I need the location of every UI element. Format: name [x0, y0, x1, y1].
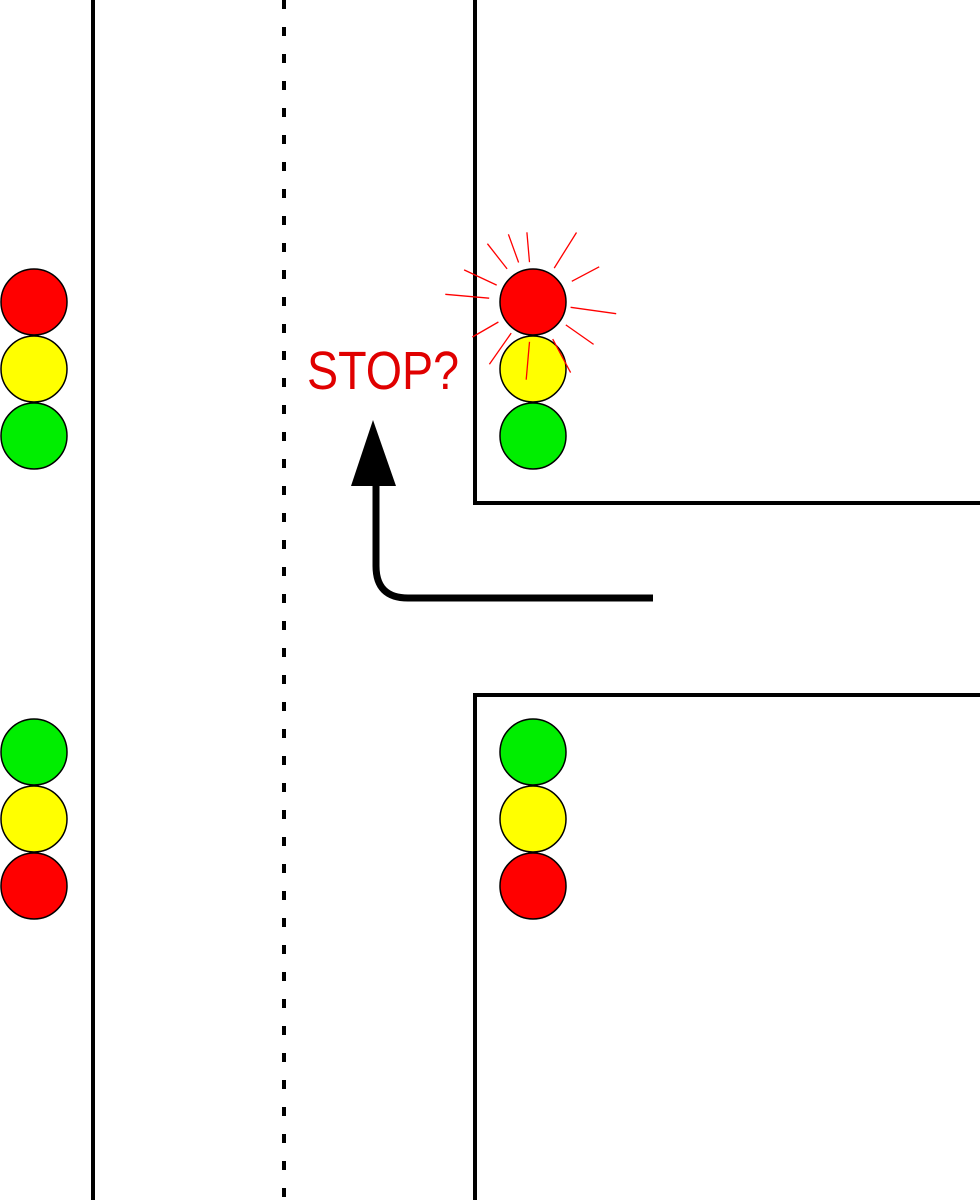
flash-ray	[525, 341, 531, 380]
green-lamp	[499, 718, 567, 786]
green-lamp	[499, 402, 567, 470]
flash-ray	[565, 324, 594, 345]
yellow-lamp	[499, 785, 567, 853]
side-road-upper-edge	[473, 0, 980, 505]
yellow-lamp	[0, 335, 68, 403]
flash-ray	[472, 321, 499, 338]
traffic-light-left-lower	[0, 718, 68, 920]
traffic-light-right-lower	[499, 718, 567, 920]
turn-arrow-icon	[351, 420, 653, 602]
flashing-light-icon	[445, 232, 617, 380]
flash-ray	[570, 306, 617, 315]
flash-ray	[463, 269, 497, 286]
green-lamp	[0, 402, 68, 470]
red-lamp	[0, 852, 68, 920]
side-road-lower-edge	[473, 693, 980, 1200]
red-lamp	[499, 852, 567, 920]
red-lamp	[499, 268, 567, 336]
flash-ray	[553, 232, 578, 269]
road-edges	[91, 0, 980, 1200]
flash-ray	[445, 293, 490, 299]
flash-ray	[552, 338, 572, 373]
flash-ray	[507, 234, 520, 263]
flash-ray	[571, 266, 600, 282]
yellow-lamp	[0, 785, 68, 853]
red-lamp	[0, 268, 68, 336]
flash-ray	[488, 332, 512, 365]
flash-ray	[486, 243, 508, 270]
turn-arrow-shaft	[372, 485, 653, 602]
traffic-lights	[0, 268, 567, 920]
turn-arrow-head	[351, 420, 396, 486]
traffic-light-right-upper	[499, 268, 567, 470]
stop-question-label: STOP?	[307, 341, 459, 401]
traffic-light-left-upper	[0, 268, 68, 470]
green-lamp	[0, 718, 68, 786]
flash-ray	[526, 232, 531, 263]
yellow-lamp	[499, 335, 567, 403]
